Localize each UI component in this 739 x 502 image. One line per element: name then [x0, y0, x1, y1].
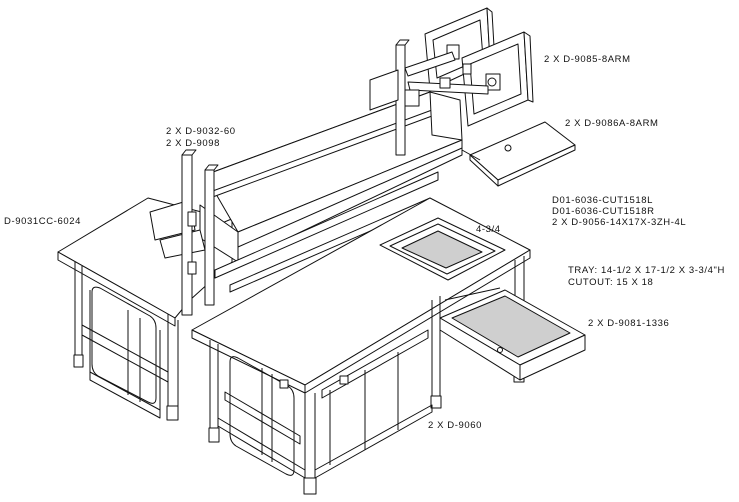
label-drawer-slide: 2 X D-9081-1336 — [588, 318, 670, 329]
label-keyboard-arm: 2 X D-9086A-8ARM — [565, 118, 659, 129]
label-riser-2: 2 X D-9098 — [166, 138, 221, 149]
label-corner-table: D-9031CC-6024 — [4, 216, 81, 227]
drawer-slide-tray — [439, 287, 586, 381]
front-table — [191, 197, 531, 495]
label-cutout-size: CUTOUT: 15 X 18 — [568, 277, 654, 288]
label-dimension: 4-3/4 — [476, 224, 501, 235]
keyboard-tray — [461, 121, 576, 187]
monitor-arms — [404, 51, 497, 107]
label-riser-1: 2 X D-9032-60 — [166, 126, 236, 137]
label-cutout-1: D01-6036-CUT1518L — [552, 195, 654, 206]
label-tray: TRAY: 14-1/2 X 17-1/2 X 3-3/4"H — [568, 265, 725, 276]
label-table: 2 X D-9060 — [428, 420, 483, 431]
label-cutout-3: 2 X D-9056-14X17X-3ZH-4L — [552, 217, 687, 228]
label-cutout-2: D01-6036-CUT1518R — [552, 206, 655, 217]
riser-shelf — [149, 39, 463, 316]
label-monitor-arm: 2 X D-9085-8ARM — [544, 54, 631, 65]
